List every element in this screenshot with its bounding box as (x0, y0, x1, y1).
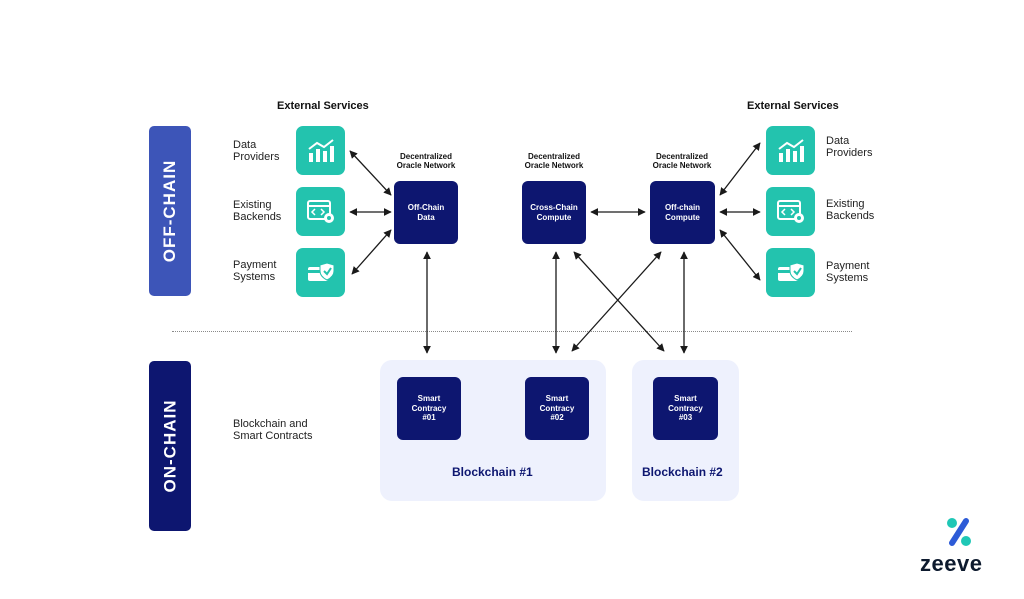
smart-contract-02: Smart Contracy #02 (525, 377, 589, 440)
smart-contract-01: Smart Contracy #01 (397, 377, 461, 440)
external-services-heading-right: External Services (747, 100, 839, 112)
external-services-heading-left: External Services (277, 100, 369, 112)
service-label-data-providers-right: Data Providers (826, 135, 873, 159)
service-label-payment-systems-left: Payment Systems (233, 259, 277, 283)
blockchain-2-label: Blockchain #2 (642, 465, 723, 479)
arrow-payment-systems-right (719, 229, 761, 281)
payment-shield-icon (766, 248, 815, 297)
arrow-data-providers-right (719, 142, 761, 196)
zeeve-logo-icon (947, 518, 971, 546)
oracle-title-2: Decentralized Oracle Network (524, 152, 584, 170)
on-chain-description: Blockchain and Smart Contracts (233, 418, 313, 442)
oracle-title-1: Decentralized Oracle Network (396, 152, 456, 170)
service-label-existing-backends-right: Existing Backends (826, 198, 875, 222)
arrow-cross-to-chain2 (573, 251, 665, 352)
zeeve-wordmark: zeeve (920, 551, 983, 576)
off-chain-data-node: Off-Chain Data (394, 181, 458, 244)
oracle-title-3: Decentralized Oracle Network (652, 152, 712, 170)
smart-contract-03: Smart Contracy #03 (653, 377, 718, 440)
arrow-data-providers-left (349, 150, 392, 196)
service-label-existing-backends-left: Existing Backends (233, 199, 282, 223)
code-gear-icon (296, 187, 345, 236)
code-gear-icon (766, 187, 815, 236)
chart-icon (296, 126, 345, 175)
payment-shield-icon (296, 248, 345, 297)
cross-chain-compute-node: Cross-Chain Compute (522, 181, 586, 244)
chain-separator (172, 331, 852, 332)
on-chain-band: ON-CHAIN (149, 361, 191, 531)
off-chain-compute-node: Off-chain Compute (650, 181, 715, 244)
blockchain-1-label: Blockchain #1 (452, 465, 533, 479)
off-chain-band: OFF-CHAIN (149, 126, 191, 296)
arrow-payment-systems-left (351, 229, 392, 275)
chart-icon (766, 126, 815, 175)
service-label-data-providers-left: Data Providers (233, 139, 280, 163)
service-label-payment-systems-right: Payment Systems (826, 260, 870, 284)
arrow-compute-to-chain1 (571, 251, 662, 352)
